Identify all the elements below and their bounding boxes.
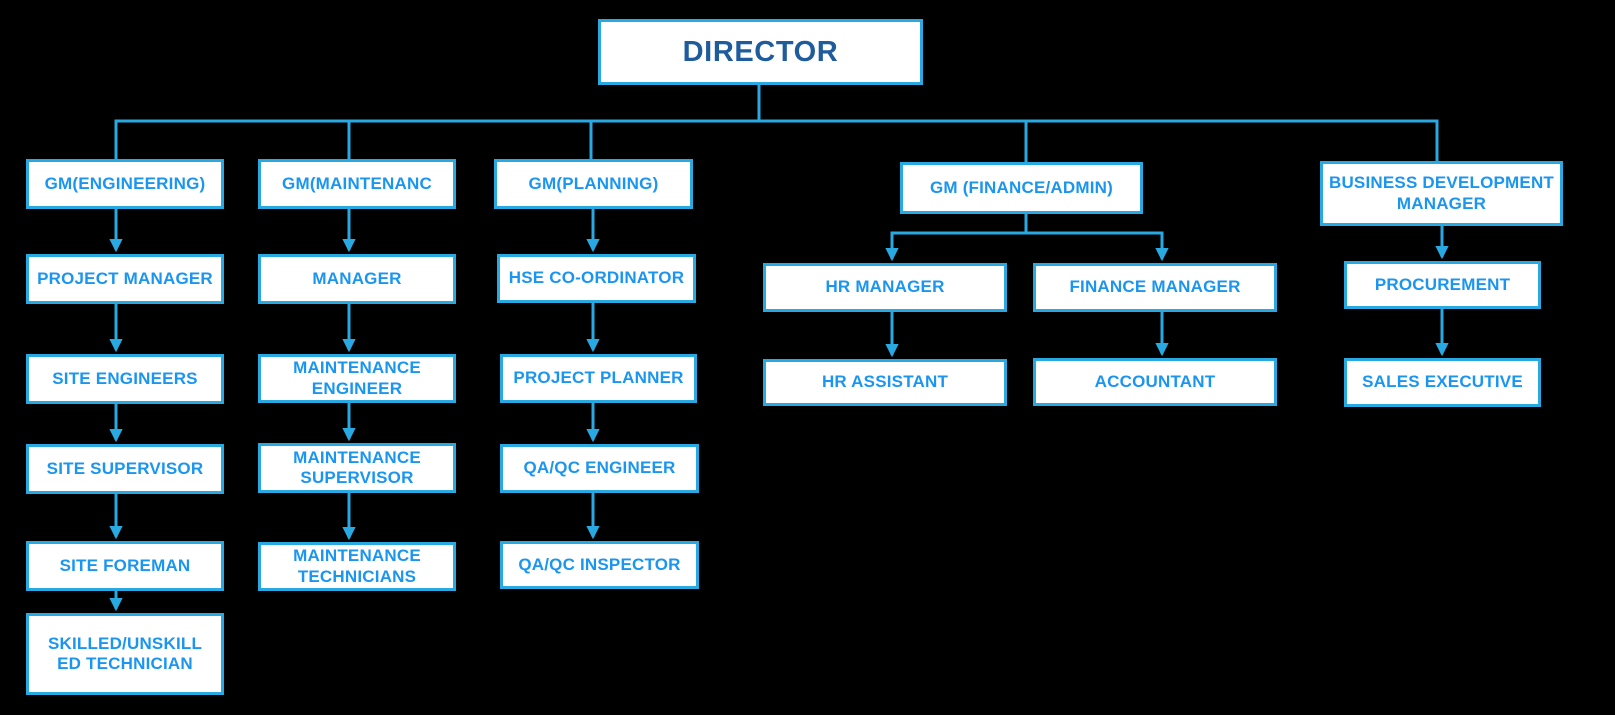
node-hse-coordinator: HSE CO-ORDINATOR xyxy=(497,254,696,303)
node-gm-engineering: GM(ENGINEERING) xyxy=(26,159,224,209)
node-director: DIRECTOR xyxy=(598,19,923,85)
node-site-supervisor: SITE SUPERVISOR xyxy=(26,444,224,494)
node-skilled-unskilled-technician: SKILLED/UNSKILL ED TECHNICIAN xyxy=(26,613,224,695)
node-project-planner: PROJECT PLANNER xyxy=(500,354,697,403)
node-procurement: PROCUREMENT xyxy=(1344,261,1541,309)
node-hr-assistant: HR ASSISTANT xyxy=(763,359,1007,406)
node-sales-executive: SALES EXECUTIVE xyxy=(1344,358,1541,407)
node-finance-manager: FINANCE MANAGER xyxy=(1033,263,1277,312)
node-site-engineers: SITE ENGINEERS xyxy=(26,354,224,404)
node-maintenance-supervisor: MAINTENANCE SUPERVISOR xyxy=(258,443,456,493)
node-business-dev-manager: BUSINESS DEVELOPMENT MANAGER xyxy=(1320,161,1563,226)
node-hr-manager: HR MANAGER xyxy=(763,263,1007,312)
node-gm-maintenance: GM(MAINTENANC xyxy=(258,159,456,209)
node-site-foreman: SITE FOREMAN xyxy=(26,541,224,591)
node-maintenance-engineer: MAINTENANCE ENGINEER xyxy=(258,354,456,403)
node-accountant: ACCOUNTANT xyxy=(1033,358,1277,406)
node-manager: MANAGER xyxy=(258,254,456,304)
node-project-manager: PROJECT MANAGER xyxy=(26,254,224,304)
node-gm-finance-admin: GM (FINANCE/ADMIN) xyxy=(900,162,1143,214)
node-maintenance-technicians: MAINTENANCE TECHNICIANS xyxy=(258,542,456,591)
node-qaqc-inspector: QA/QC INSPECTOR xyxy=(500,541,699,589)
node-gm-planning: GM(PLANNING) xyxy=(494,159,693,209)
node-qaqc-engineer: QA/QC ENGINEER xyxy=(500,444,699,493)
